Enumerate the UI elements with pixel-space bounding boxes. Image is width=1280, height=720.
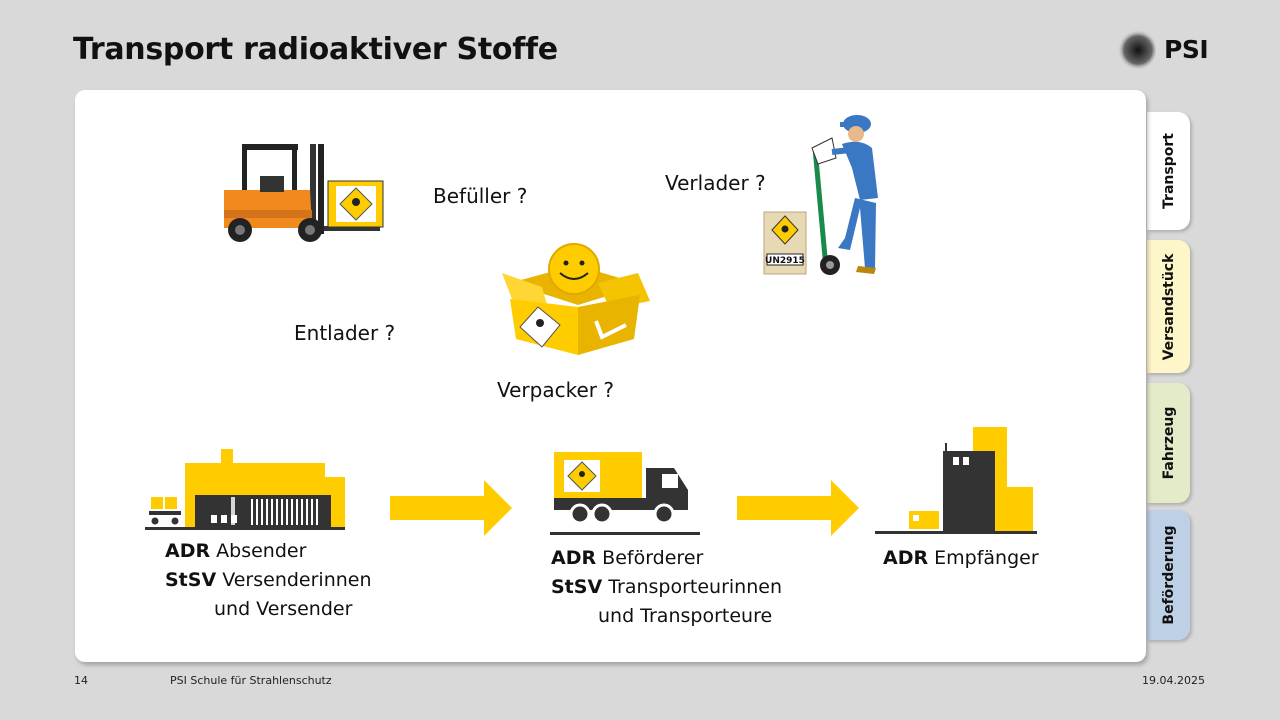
- flow-arrow-1: [390, 480, 512, 536]
- sender-stsv-text: Versenderinnen: [222, 569, 372, 591]
- carrier-stsv-text2: und Transporteure: [598, 605, 773, 627]
- carrier-adr-text: Beförderer: [602, 547, 704, 569]
- question-verpacker: Verpacker ?: [497, 378, 614, 402]
- un-number-label: UN2915: [765, 256, 805, 266]
- tab-transport-label: Transport: [1160, 133, 1177, 209]
- role-sender: ADR Absender StSV Versenderinnen und Ver…: [165, 537, 372, 624]
- receiver-adr-text: Empfänger: [934, 547, 1039, 569]
- factory-icon: [145, 449, 345, 530]
- sender-adr-text: Absender: [216, 540, 307, 562]
- role-carrier: ADR Beförderer StSV Transporteurinnen un…: [551, 544, 782, 631]
- worker-illustration: UN2915: [763, 115, 878, 275]
- page-number: 14: [74, 674, 88, 687]
- content-card: [75, 90, 1146, 662]
- tab-befoerderung[interactable]: Beförderung: [1147, 510, 1190, 640]
- tab-versandstueck-label: Versandstück: [1160, 253, 1177, 360]
- sender-stsv-abbr: StSV: [165, 569, 217, 591]
- carrier-stsv-abbr: StSV: [551, 576, 603, 598]
- receiver-adr-abbr: ADR: [883, 547, 929, 569]
- question-verlader: Verlader ?: [665, 171, 766, 195]
- carrier-adr-abbr: ADR: [551, 547, 597, 569]
- sender-stsv-text2: und Versender: [214, 598, 353, 620]
- role-receiver: ADR Empfänger: [883, 544, 1039, 573]
- slide-title: Transport radioaktiver Stoffe: [73, 32, 558, 67]
- receiver-building-icon: [875, 427, 1037, 534]
- truck-icon: [550, 452, 700, 535]
- tab-transport[interactable]: Transport: [1147, 112, 1190, 230]
- question-befueller: Befüller ?: [433, 184, 528, 208]
- question-entlader: Entlader ?: [294, 321, 396, 345]
- carrier-stsv-text: Transporteurinnen: [608, 576, 782, 598]
- psi-logo-text: PSI: [1164, 35, 1209, 64]
- sender-adr-abbr: ADR: [165, 540, 211, 562]
- tab-fahrzeug[interactable]: Fahrzeug: [1147, 383, 1190, 503]
- tab-befoerderung-label: Beförderung: [1160, 525, 1177, 625]
- tab-versandstueck[interactable]: Versandstück: [1147, 240, 1190, 373]
- package-smiley-illustration: [502, 243, 650, 355]
- tab-fahrzeug-label: Fahrzeug: [1160, 406, 1177, 480]
- forklift-illustration: [224, 144, 384, 242]
- flow-arrow-2: [737, 480, 859, 536]
- footer-organization: PSI Schule für Strahlenschutz: [170, 674, 332, 687]
- footer-date: 19.04.2025: [1142, 674, 1205, 687]
- psi-logo: [1116, 30, 1156, 70]
